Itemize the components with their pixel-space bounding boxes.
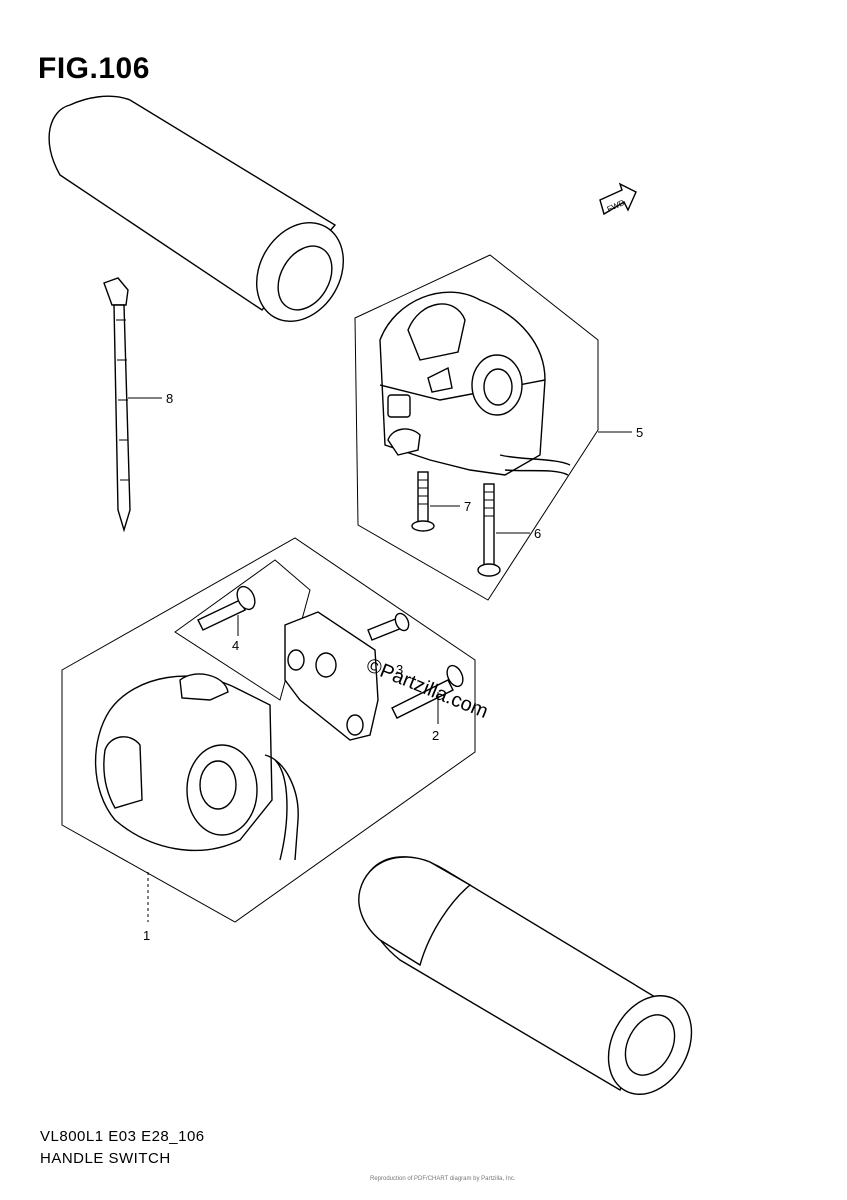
- callout-7[interactable]: 7: [464, 499, 471, 514]
- cable-tie[interactable]: [103, 277, 131, 533]
- screw-7[interactable]: [411, 471, 435, 532]
- callout-4[interactable]: 4: [232, 638, 239, 653]
- callout-2[interactable]: 2: [432, 728, 439, 743]
- handle-clamp[interactable]: [284, 611, 379, 741]
- starter-button: [387, 394, 411, 418]
- watermark: ©Partzilla.com: [363, 654, 491, 723]
- assembly-box-5: [354, 254, 599, 601]
- throttle-grip[interactable]: [358, 856, 708, 1109]
- screw-2[interactable]: [391, 663, 466, 719]
- model-code: VL800L1 E03 E28_106: [40, 1128, 205, 1145]
- screw-3[interactable]: [367, 611, 411, 641]
- figure-title: FIG.106: [38, 52, 150, 85]
- fwd-arrow-icon: FWD: [599, 182, 637, 216]
- callout-8[interactable]: 8: [166, 391, 173, 406]
- throttle-sleeve: [358, 856, 472, 967]
- callout-5[interactable]: 5: [636, 425, 643, 440]
- right-switch-housing[interactable]: [379, 291, 571, 476]
- left-grip[interactable]: [48, 95, 361, 337]
- left-switch-housing[interactable]: [94, 673, 299, 861]
- assembly-box-1: [61, 537, 476, 923]
- copyright-note: Reproduction of PDF/CHART diagram by Par…: [370, 1176, 516, 1182]
- screw-6[interactable]: [477, 483, 501, 577]
- hazard-switch-icon: [427, 366, 453, 393]
- callout-3[interactable]: 3: [396, 662, 403, 677]
- screw-4[interactable]: [197, 584, 258, 631]
- section-name: HANDLE SWITCH: [40, 1150, 171, 1167]
- assembly-subbox: [174, 559, 311, 701]
- callout-1[interactable]: 1: [143, 928, 150, 943]
- turn-switch: [103, 736, 143, 809]
- dimmer-switch: [179, 673, 229, 701]
- callout-6[interactable]: 6: [534, 526, 541, 541]
- start-button: [387, 428, 421, 456]
